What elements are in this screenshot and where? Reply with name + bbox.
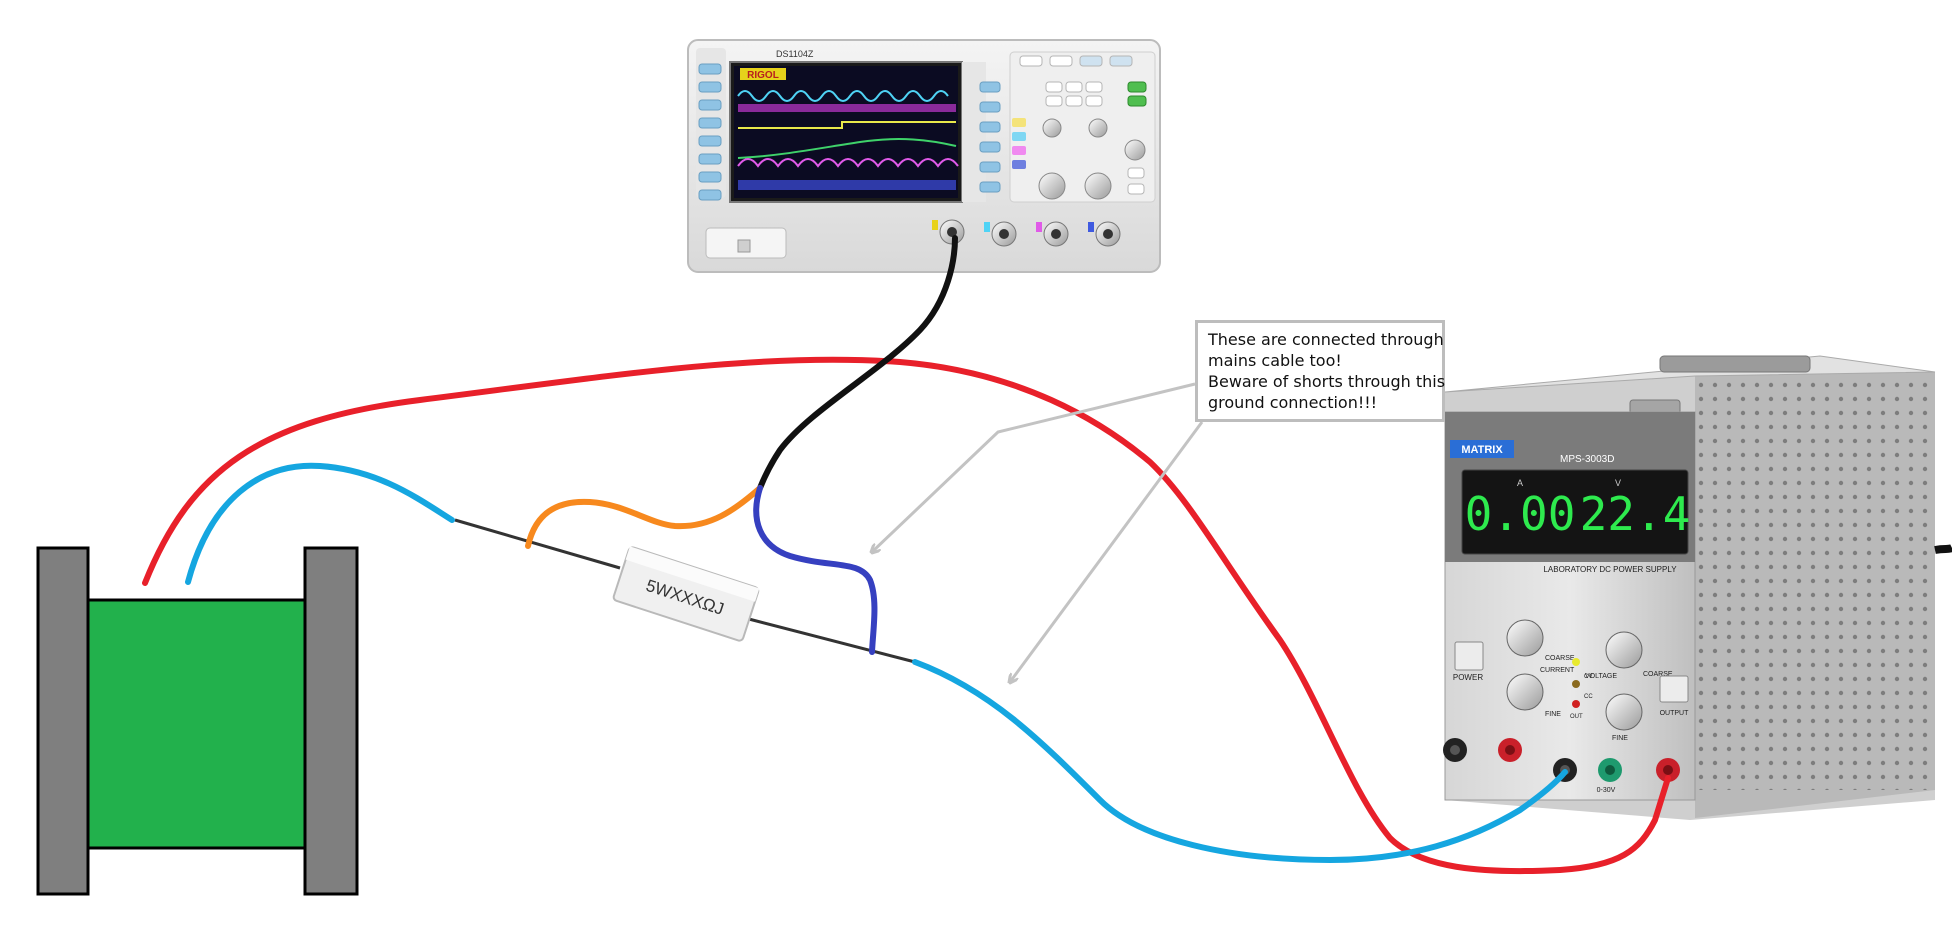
psu-cc-led bbox=[1572, 680, 1580, 688]
psu-current-coarse-knob bbox=[1506, 619, 1544, 657]
note-arrow-ground-clip bbox=[872, 382, 1196, 552]
psu-voltage-label: VOLTAGE bbox=[1585, 673, 1617, 680]
resistor: 5WXXXΩJ bbox=[454, 518, 916, 664]
scope-brand-label: RIGOL bbox=[747, 70, 779, 81]
psu-power-label: POWER bbox=[1453, 673, 1483, 682]
psu-handle bbox=[1659, 355, 1811, 373]
psu-brand-label: MATRIX bbox=[1461, 444, 1503, 456]
resistor-lead-right bbox=[744, 616, 916, 664]
psu-display bbox=[1461, 469, 1689, 555]
psu-fine-left-label: FINE bbox=[1545, 711, 1561, 718]
psu-side-vents bbox=[1695, 376, 1935, 790]
psu-cc-label: CC bbox=[1584, 694, 1593, 700]
psu-voltage-reading: 22.4 bbox=[1580, 487, 1691, 541]
psu-coarse-left-label: COARSE bbox=[1545, 655, 1575, 662]
psu-output-label: OUTPUT bbox=[1660, 710, 1690, 717]
coil-winding bbox=[86, 598, 307, 850]
power-supply: MATRIX MPS-3003D A V 0.00 22.4 LABORATOR… bbox=[1443, 355, 1952, 820]
psu-voltage-unit: V bbox=[1615, 478, 1621, 488]
psu-voltage-fine-knob bbox=[1605, 693, 1643, 731]
orange-probe-wire bbox=[525, 485, 763, 549]
psu-model-label: MPS-3003D bbox=[1560, 454, 1614, 465]
scope-softkeys-left bbox=[698, 63, 722, 201]
blue-wire-coil bbox=[185, 462, 455, 585]
scope-traces bbox=[737, 90, 959, 190]
scope-model-label: DS1104Z bbox=[776, 49, 814, 59]
resistor-lead-left bbox=[454, 518, 621, 570]
psu-brand-badge bbox=[1450, 440, 1514, 458]
scope-control-panel bbox=[1009, 51, 1156, 203]
psu-power-switch bbox=[1454, 641, 1484, 671]
coil-flange-right bbox=[303, 546, 359, 896]
coil-flange-left bbox=[36, 546, 90, 896]
psu-cv-label: CV bbox=[1584, 674, 1592, 680]
psu-voltage-coarse-knob bbox=[1605, 631, 1643, 669]
coil-spool bbox=[36, 546, 359, 896]
oscilloscope: RIGOL DS1104Z bbox=[687, 39, 1161, 273]
note-line: Beware of shorts through this bbox=[1208, 372, 1446, 391]
warning-note: These are connected through mains cable … bbox=[1195, 320, 1445, 422]
psu-range-label: 0-30V bbox=[1597, 787, 1616, 794]
psu-current-unit: A bbox=[1517, 478, 1523, 488]
note-line: ground connection!!! bbox=[1208, 393, 1378, 412]
red-wire bbox=[142, 356, 1671, 875]
psu-coarse-right-label: COARSE bbox=[1643, 671, 1673, 678]
note-arrows bbox=[872, 382, 1204, 682]
psu-out-led bbox=[1572, 700, 1580, 708]
dark-blue-ground-wire bbox=[753, 485, 878, 655]
psu-panel-title: LABORATORY DC POWER SUPPLY bbox=[1543, 565, 1677, 574]
note-line: mains cable too! bbox=[1208, 351, 1342, 370]
note-line: These are connected through bbox=[1208, 330, 1444, 349]
psu-output-button bbox=[1659, 675, 1689, 703]
note-arrow-psu-negative bbox=[1010, 421, 1204, 682]
blue-wire-psu bbox=[912, 659, 1568, 864]
psu-current-label: CURRENT bbox=[1540, 667, 1575, 674]
black-probe-wire bbox=[757, 235, 958, 491]
psu-cv-led bbox=[1572, 658, 1580, 666]
scope-brand-badge bbox=[740, 68, 786, 80]
scope-softkeys-right bbox=[979, 81, 1001, 193]
psu-out-label: OUT bbox=[1570, 714, 1583, 720]
psu-current-fine-knob bbox=[1506, 673, 1544, 711]
psu-fine-right-label: FINE bbox=[1612, 735, 1628, 742]
psu-current-reading: 0.00 bbox=[1465, 487, 1576, 541]
